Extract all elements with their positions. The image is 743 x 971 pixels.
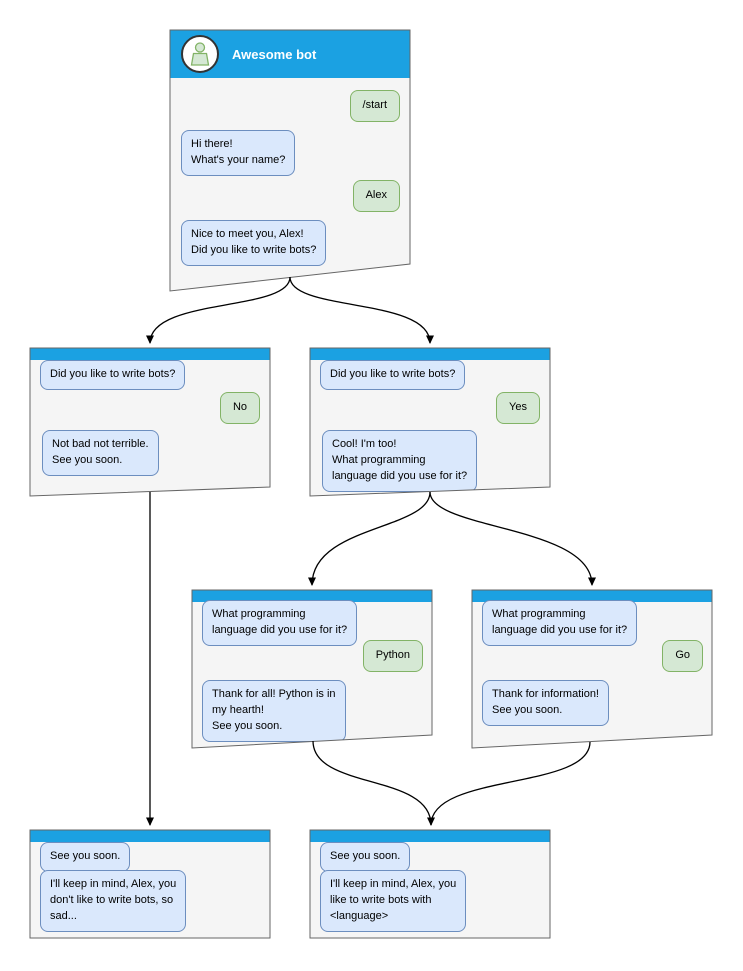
bot-message-reply: Thank for information! See you soon. (482, 680, 609, 726)
bot-message-question: See you soon. (320, 842, 411, 872)
arrow-go-to-end (430, 741, 591, 826)
window-no-branch: Did you like to write bots? No Not bad n… (30, 348, 270, 496)
avatar (181, 35, 219, 73)
bot-message-question: Did you like to write bots? (320, 360, 466, 390)
bot-message-reply: Not bad not terrible. See you soon. (42, 430, 159, 476)
user-message-answer: No (219, 392, 260, 424)
arrow-main-to-yes (289, 276, 434, 344)
bot-message-reply: I'll keep in mind, Alex, you don't like … (40, 870, 187, 932)
end-yes-header (310, 830, 550, 842)
user-message-name: Alex (352, 180, 400, 212)
window-yes-branch: Did you like to write bots? Yes Cool! I'… (310, 348, 550, 496)
window-end-no: See you soon. I'll keep in mind, Alex, y… (30, 830, 270, 938)
window-python-branch: What programming language did you use fo… (192, 590, 432, 748)
bot-message-greeting: Hi there! What's your name? (181, 130, 296, 176)
bot-message-question: What programming language did you use fo… (482, 600, 638, 646)
bot-message-reply: Thank for all! Python is in my hearth! S… (202, 680, 346, 742)
arrow-yes-to-python (308, 491, 431, 586)
end-no-header (30, 830, 270, 842)
user-message-start: /start (349, 90, 400, 122)
bot-message-reply: I'll keep in mind, Alex, you like to wri… (320, 870, 467, 932)
main-window-header: Awesome bot (170, 30, 410, 78)
bot-message-question: Did you like to write bots? (40, 360, 186, 390)
bot-message-question: Nice to meet you, Alex! Did you like to … (181, 220, 327, 266)
window-end-yes: See you soon. I'll keep in mind, Alex, y… (310, 830, 550, 938)
yes-branch-header (310, 348, 550, 360)
window-main: Awesome bot /start Hi there! What's your… (170, 30, 410, 291)
no-branch-header (30, 348, 270, 360)
bot-message-question: See you soon. (40, 842, 131, 872)
user-message-answer: Go (662, 640, 703, 672)
window-go-branch: What programming language did you use fo… (472, 590, 712, 748)
user-message-answer: Yes (496, 392, 540, 424)
user-message-answer: Python (362, 640, 423, 672)
arrow-yes-to-go (429, 491, 596, 586)
bot-message-question: What programming language did you use fo… (202, 600, 358, 646)
bot-title: Awesome bot (232, 46, 317, 62)
arrow-python-to-end (312, 740, 435, 826)
bot-message-reply: Cool! I'm too! What programming language… (322, 430, 478, 492)
